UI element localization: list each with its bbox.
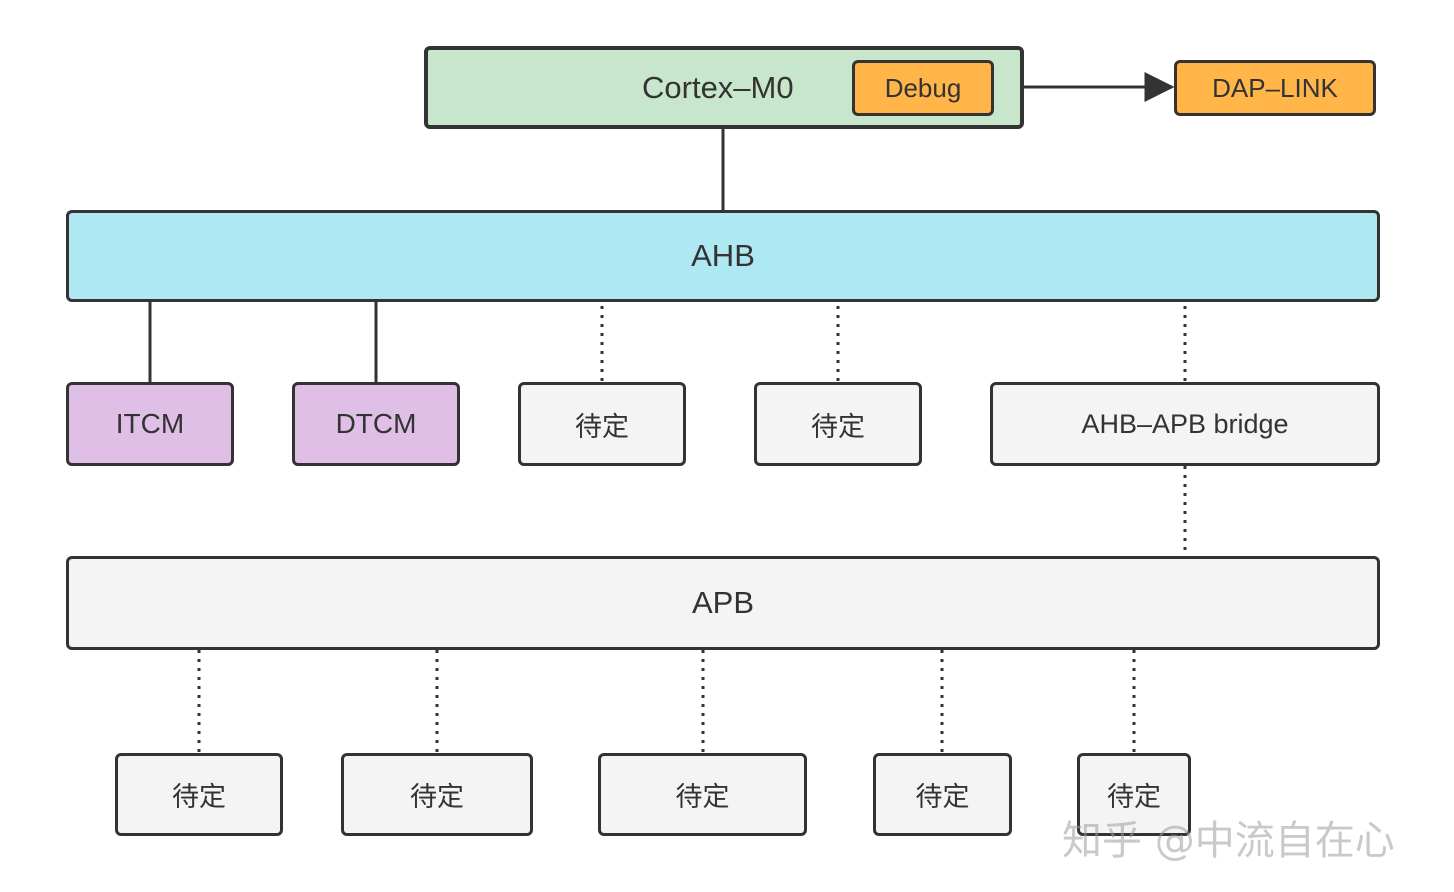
ahb-apb-bridge-label: AHB–APB bridge [1081, 408, 1289, 439]
dap-link-block: DAP–LINK [1174, 60, 1376, 116]
zhihu-watermark: 知乎 @中流自在心 [1062, 818, 1395, 864]
ahb-label: AHB [691, 238, 755, 273]
apb-slave-4: 待定 [873, 753, 1012, 836]
debug-label: Debug [884, 72, 962, 103]
itcm-block: ITCM [66, 382, 234, 466]
apb-slave-label-3: 待定 [675, 782, 730, 813]
apb-bus: APB [66, 556, 1380, 650]
apb-slave-2: 待定 [341, 753, 533, 836]
ahb-tbd-block-2: 待定 [754, 382, 922, 466]
dap-link-label: DAP–LINK [1212, 72, 1338, 103]
ahb-tbd-label-2: 待定 [811, 411, 865, 443]
ahb-tbd-block-1: 待定 [518, 382, 686, 466]
apb-slave-1: 待定 [115, 753, 283, 836]
apb-slave-3: 待定 [598, 753, 807, 836]
apb-slave-5: 待定 [1077, 753, 1191, 836]
cortex-m0-label: Cortex–M0 [642, 69, 794, 105]
apb-slave-label-4: 待定 [915, 782, 970, 813]
ahb-bus: AHB [66, 210, 1380, 302]
dtcm-block: DTCM [292, 382, 460, 466]
apb-label: APB [691, 585, 755, 620]
apb-slave-label-1: 待定 [172, 782, 226, 813]
ahb-tbd-label-1: 待定 [575, 411, 629, 443]
debug-block: Debug [852, 60, 994, 116]
itcm-label: ITCM [115, 408, 185, 439]
apb-slave-label-2: 待定 [410, 782, 464, 813]
apb-slave-label-5: 待定 [1107, 782, 1161, 813]
ahb-apb-bridge-block: AHB–APB bridge [990, 382, 1380, 466]
dtcm-label: DTCM [335, 408, 417, 439]
